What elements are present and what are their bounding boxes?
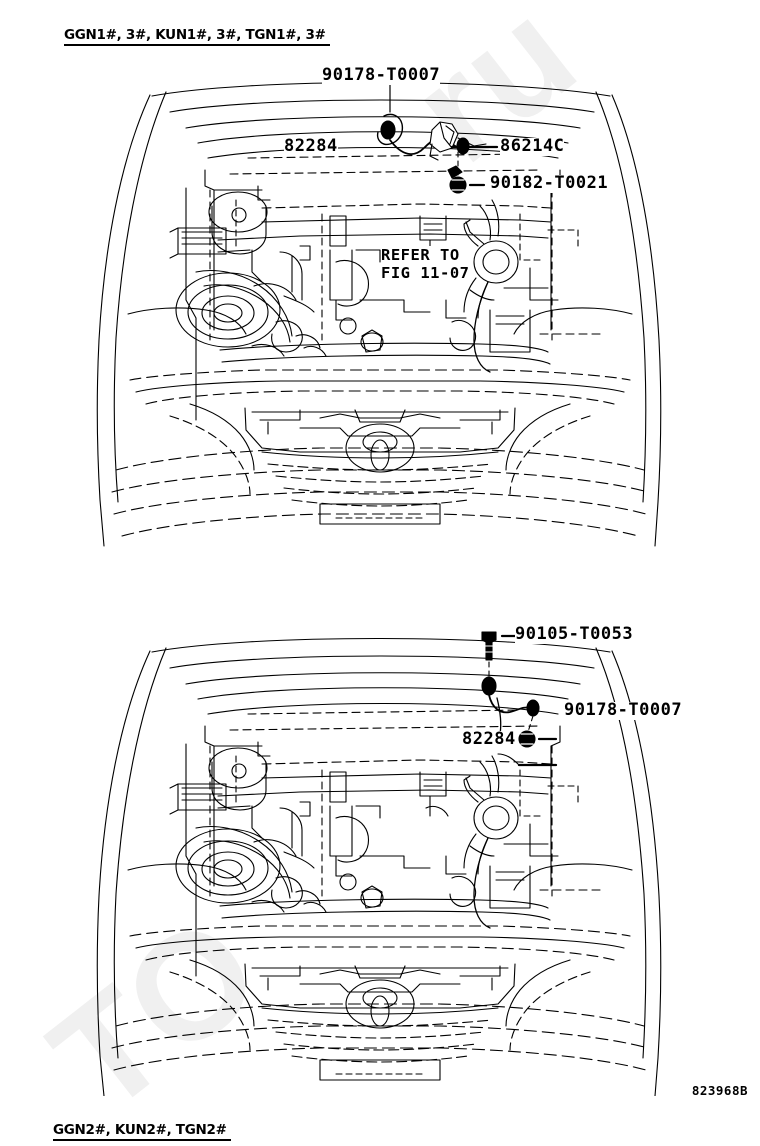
part-label-86214C-top: 86214C xyxy=(500,136,565,156)
diagram-bottom-illustration xyxy=(96,631,662,1096)
diagram-top-model-header: GGN1#, 3#, KUN1#, 3#, TGN1#, 3# xyxy=(64,27,330,46)
part-label-82284-top: 82284 xyxy=(284,136,338,156)
part-label-90182-T0021-top: 90182-T0021 xyxy=(490,173,609,193)
diagram-bottom: GGN2#, KUN2#, TGN2# xyxy=(0,556,760,1141)
diagram-top: GGN1#, 3#, KUN1#, 3#, TGN1#, 3# xyxy=(0,0,760,556)
part-label-90178-T0007-bottom: 90178-T0007 xyxy=(564,700,683,720)
part-label-90105-T0053-bottom: 90105-T0053 xyxy=(515,624,634,644)
part-label-82284-bottom: 82284 xyxy=(462,729,516,749)
refer-to-note-top: REFER TO FIG 11-07 xyxy=(381,246,470,283)
refer-to-line-2: FIG 11-07 xyxy=(381,264,470,283)
refer-to-line-1: REFER TO xyxy=(381,246,460,264)
figure-code: 823968B xyxy=(691,1083,748,1098)
diagram-bottom-model-header: GGN2#, KUN2#, TGN2# xyxy=(53,1122,231,1141)
part-label-90178-T0007-top: 90178-T0007 xyxy=(322,65,441,85)
